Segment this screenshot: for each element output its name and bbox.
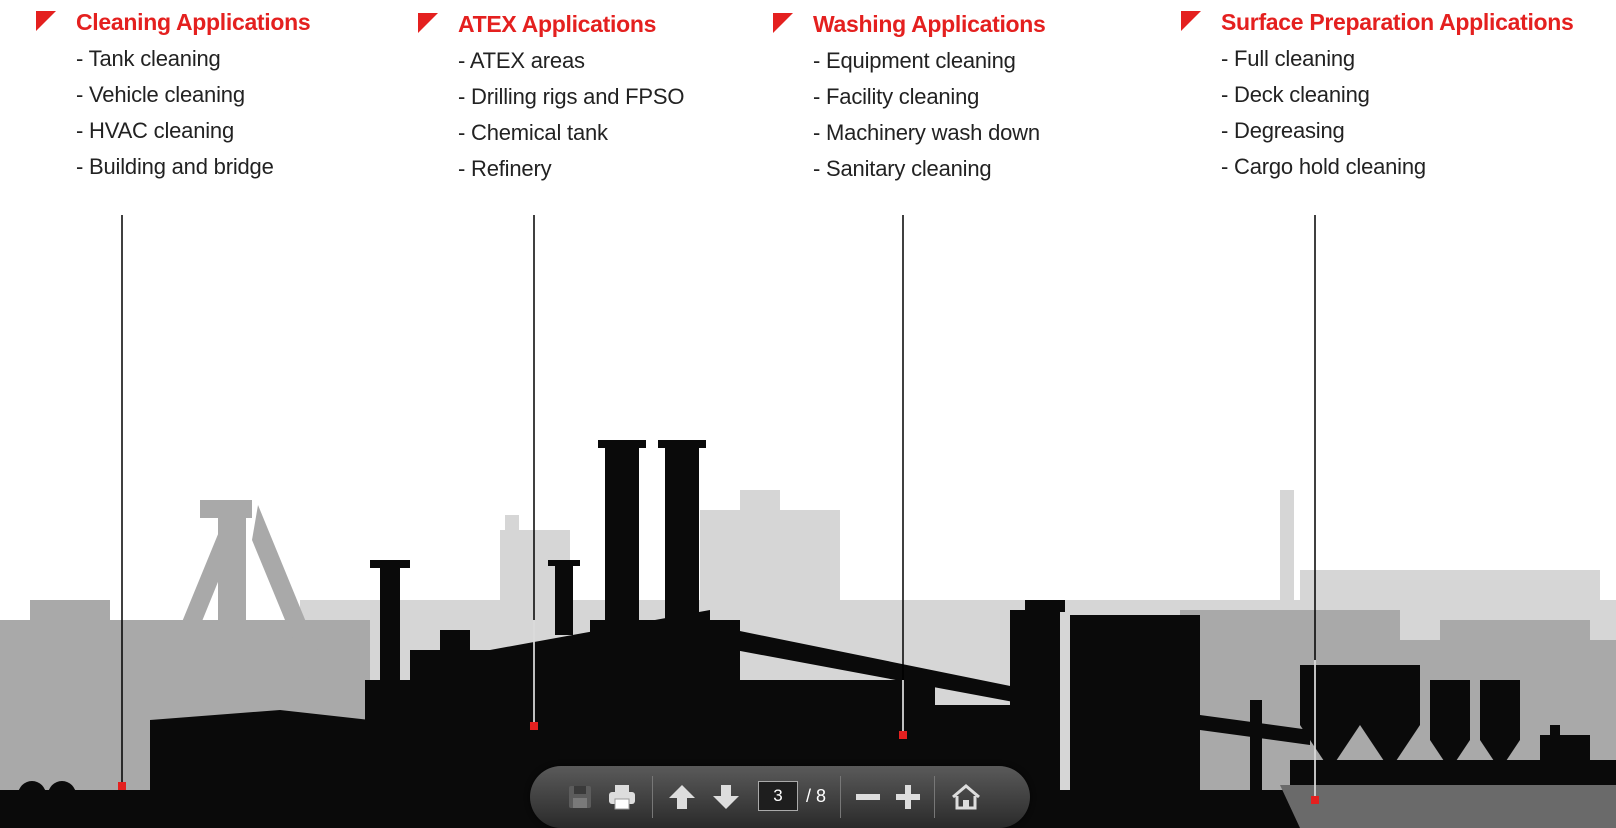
corner-flag-icon [418, 13, 438, 33]
corner-flag-icon [1181, 11, 1201, 31]
page-total: / 8 [806, 786, 827, 806]
toolbar-divider [652, 776, 653, 818]
print-button[interactable] [604, 779, 640, 815]
save-button[interactable] [562, 779, 598, 815]
list-item: Vehicle cleaning [76, 77, 274, 113]
ship-hull [1280, 785, 1616, 828]
list-item: Deck cleaning [1221, 77, 1426, 113]
list-item: Machinery wash down [813, 115, 1040, 151]
panel-title: Cleaning Applications [76, 9, 311, 35]
application-list: ATEX areas Drilling rigs and FPSO Chemic… [418, 43, 685, 187]
corner-flag-icon [773, 13, 793, 33]
viewer-toolbar: / 8 [530, 766, 1030, 828]
panel-washing-applications: Washing Applications Equipment cleaning … [773, 7, 1046, 187]
list-item: ATEX areas [458, 43, 684, 79]
arrow-down-icon [713, 785, 739, 809]
list-item: Cargo hold cleaning [1221, 149, 1426, 185]
list-item: Sanitary cleaning [813, 151, 1040, 187]
panel-title: Washing Applications [813, 11, 1046, 37]
previous-page-button[interactable] [664, 779, 700, 815]
list-item: HVAC cleaning [76, 113, 274, 149]
zoom-out-icon [856, 794, 880, 800]
list-item: Tank cleaning [76, 41, 274, 77]
panel-cleaning-applications: Cleaning Applications Tank cleaning Vehi… [36, 5, 311, 185]
list-item: Facility cleaning [813, 79, 1040, 115]
print-icon [609, 785, 635, 810]
panel-atex-applications: ATEX Applications ATEX areas Drilling ri… [418, 7, 684, 187]
list-item: Chemical tank [458, 115, 684, 151]
list-item: Full cleaning [1221, 41, 1426, 77]
corner-flag-icon [36, 11, 56, 31]
save-icon [569, 786, 591, 808]
toolbar-divider [840, 776, 841, 818]
list-item: Degreasing [1221, 113, 1426, 149]
zoom-in-button[interactable] [890, 779, 926, 815]
panel-surface-preparation-applications: Surface Preparation Applications Full cl… [1181, 5, 1574, 185]
page-number-input[interactable] [758, 781, 798, 811]
list-item: Equipment cleaning [813, 43, 1040, 79]
zoom-out-button[interactable] [850, 779, 886, 815]
leader-lines [118, 215, 1319, 804]
home-button[interactable] [948, 779, 984, 815]
panel-title: Surface Preparation Applications [1221, 9, 1574, 35]
arrow-up-icon [669, 785, 695, 809]
application-list: Equipment cleaning Facility cleaning Mac… [773, 43, 1040, 187]
home-icon [952, 784, 980, 810]
next-page-button[interactable] [708, 779, 744, 815]
application-list: Full cleaning Deck cleaning Degreasing C… [1181, 41, 1426, 185]
list-item: Building and bridge [76, 149, 274, 185]
list-item: Drilling rigs and FPSO [458, 79, 684, 115]
toolbar-divider [934, 776, 935, 818]
application-list: Tank cleaning Vehicle cleaning HVAC clea… [36, 41, 274, 185]
list-item: Refinery [458, 151, 684, 187]
zoom-in-icon [896, 785, 920, 809]
panel-title: ATEX Applications [458, 11, 657, 37]
